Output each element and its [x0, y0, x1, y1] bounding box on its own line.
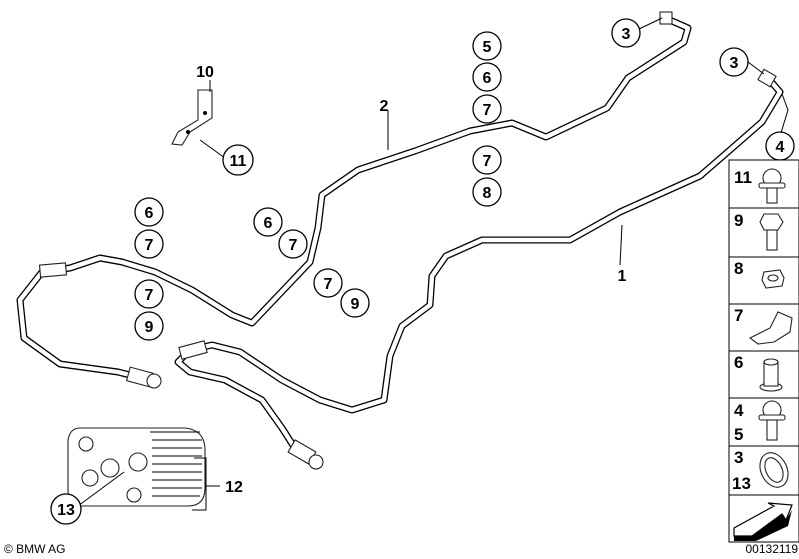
svg-text:4: 4 [776, 139, 785, 156]
callout-4[interactable]: 4 [765, 131, 795, 161]
svg-text:6: 6 [734, 353, 743, 372]
svg-text:8: 8 [734, 259, 743, 278]
hex-bolt-icon [759, 213, 784, 251]
callout-7[interactable]: 7 [134, 229, 164, 259]
label-1[interactable]: 1 [618, 268, 627, 285]
callout-6[interactable]: 6 [472, 62, 502, 92]
parts-legend: 11 9 8 7 6 4 5 3 13 [728, 159, 799, 543]
callout-11[interactable]: 11 [222, 144, 254, 176]
svg-text:7: 7 [145, 237, 154, 254]
callout-5[interactable]: 5 [472, 31, 502, 61]
svg-text:13: 13 [57, 502, 75, 519]
oil-line-1[interactable] [174, 74, 784, 466]
svg-text:6: 6 [264, 215, 273, 232]
callout-13[interactable]: 13 [50, 493, 82, 525]
svg-text:3: 3 [622, 26, 631, 43]
leader-lines [77, 17, 789, 511]
callout-7[interactable]: 7 [472, 145, 502, 175]
bracket-10[interactable] [171, 89, 213, 146]
flange-bolt-icon [758, 400, 786, 441]
callout-3a[interactable]: 3 [611, 18, 641, 48]
svg-text:7: 7 [483, 102, 492, 119]
svg-text:3: 3 [730, 55, 739, 72]
callout-8[interactable]: 8 [472, 177, 502, 207]
callout-7[interactable]: 7 [313, 268, 343, 298]
svg-text:13: 13 [732, 474, 751, 493]
svg-text:7: 7 [324, 276, 333, 293]
svg-text:9: 9 [351, 296, 360, 313]
oil-line-2[interactable] [16, 14, 692, 384]
svg-text:9: 9 [734, 211, 743, 230]
svg-text:6: 6 [483, 70, 492, 87]
callout-7[interactable]: 7 [134, 279, 164, 309]
svg-text:7: 7 [734, 306, 743, 325]
callout-3b[interactable]: 3 [719, 47, 749, 77]
svg-text:11: 11 [230, 153, 247, 170]
seal-ring-icon [759, 452, 789, 488]
svg-text:3: 3 [734, 448, 743, 467]
svg-text:11: 11 [734, 168, 752, 187]
svg-text:9: 9 [145, 319, 154, 336]
label-2[interactable]: 2 [380, 98, 389, 115]
grommet-icon [759, 358, 783, 392]
svg-text:6: 6 [145, 205, 154, 222]
callout-6[interactable]: 6 [134, 197, 164, 227]
copyright: © BMW AG [4, 542, 66, 556]
callout-7[interactable]: 7 [278, 229, 308, 259]
label-12[interactable]: 12 [225, 479, 243, 496]
hex-nut-icon [761, 269, 785, 289]
callout-7[interactable]: 7 [472, 94, 502, 124]
svg-text:7: 7 [289, 237, 298, 254]
callout-9[interactable]: 9 [340, 288, 370, 318]
arrow-icon [733, 502, 793, 541]
label-10[interactable]: 10 [196, 64, 214, 81]
svg-text:7: 7 [483, 153, 492, 170]
svg-text:8: 8 [483, 185, 492, 202]
svg-text:5: 5 [734, 425, 743, 444]
svg-text:7: 7 [145, 287, 154, 304]
fitting-ends [38, 11, 777, 470]
flange-bolt-icon [758, 168, 786, 204]
diagram-id: 00132119 [746, 542, 799, 556]
svg-text:5: 5 [483, 39, 492, 56]
clip-icon [748, 311, 793, 345]
callout-9[interactable]: 9 [134, 311, 164, 341]
oil-cooler-12[interactable] [67, 427, 206, 507]
callout-6[interactable]: 6 [253, 207, 283, 237]
svg-text:4: 4 [734, 401, 744, 420]
